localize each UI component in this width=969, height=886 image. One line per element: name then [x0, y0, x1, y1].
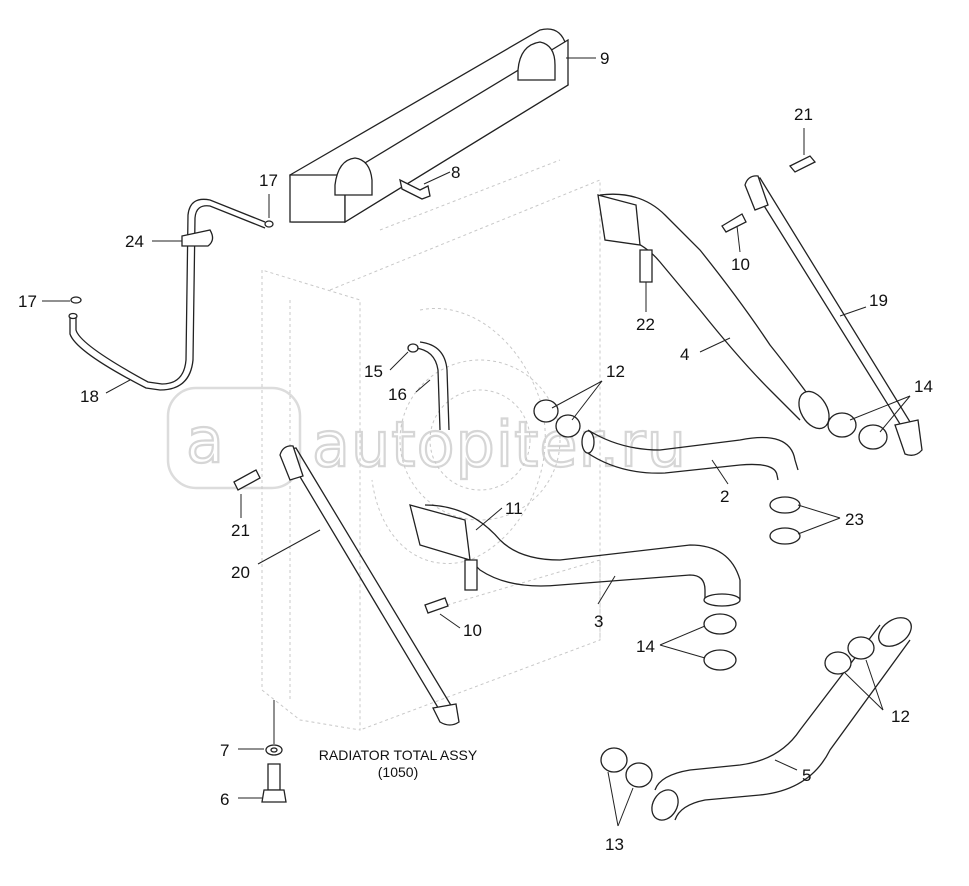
clamp-part-24	[181, 229, 214, 247]
watermark-logo: a	[186, 404, 225, 477]
bolt-part-21-upper	[788, 155, 817, 173]
callout-10: 10	[731, 255, 750, 274]
bracket-part-11	[464, 559, 478, 591]
stay-rod-part-20	[279, 445, 460, 726]
lower-hose-part-3	[409, 504, 741, 607]
hose-part-5	[651, 617, 912, 821]
bolt-part-8	[399, 178, 431, 200]
o-ring-part-17	[70, 220, 274, 304]
hose-part-2	[581, 429, 799, 481]
bolt-part-10-lower	[424, 597, 449, 614]
callout-14: 14	[636, 637, 655, 656]
assembly-title: RADIATOR TOTAL ASSY	[319, 747, 478, 763]
bracket-part-22	[639, 249, 653, 283]
callout-24: 24	[125, 232, 144, 251]
leader-lines	[42, 57, 911, 827]
clamp-part-23	[769, 496, 801, 545]
radiator-assembly-ghost	[261, 159, 601, 731]
callout-3: 3	[594, 612, 603, 631]
pipe-part-16	[414, 341, 450, 431]
stay-rod-part-19	[744, 175, 923, 456]
callout-19: 19	[869, 291, 888, 310]
callout-15: 15	[364, 362, 383, 381]
callout-8: 8	[451, 163, 460, 182]
callout-9: 9	[600, 49, 609, 68]
callout-2: 2	[720, 487, 729, 506]
callouts: 9 8 17 24 17 18 21 10 22 19 4 15 16 12 1…	[18, 49, 933, 854]
callout-14: 14	[914, 377, 933, 396]
callout-20: 20	[231, 563, 250, 582]
bolt-part-21-lower	[233, 469, 261, 491]
clamp-part-12-upper	[533, 399, 581, 438]
callout-17: 17	[18, 292, 37, 311]
callout-21: 21	[231, 521, 250, 540]
callout-18: 18	[80, 387, 99, 406]
callout-6: 6	[220, 790, 229, 809]
callout-4: 4	[680, 345, 689, 364]
callout-23: 23	[845, 510, 864, 529]
callout-5: 5	[802, 766, 811, 785]
clamp-part-13	[600, 747, 653, 788]
callout-12: 12	[606, 362, 625, 381]
washer-part-7	[265, 744, 283, 756]
bolt-part-10-upper	[721, 213, 747, 233]
callout-17: 17	[259, 171, 278, 190]
callout-12: 12	[891, 707, 910, 726]
o-ring-part-15	[407, 343, 419, 353]
callout-22: 22	[636, 315, 655, 334]
callout-11: 11	[505, 499, 523, 518]
assembly-code: (1050)	[378, 764, 418, 780]
top-cover-part-9	[289, 28, 569, 224]
callout-10: 10	[463, 621, 482, 640]
pipe-part-18	[68, 198, 266, 391]
clamp-part-14-upper	[827, 412, 888, 450]
callout-7: 7	[220, 741, 229, 760]
upper-hose-part-4	[597, 193, 830, 430]
watermark: a autopiter.ru	[166, 386, 687, 490]
clamp-part-14-lower	[703, 613, 737, 671]
clamp-part-12-lower	[824, 636, 875, 675]
callout-13: 13	[605, 835, 624, 854]
bolt-part-6	[261, 763, 287, 803]
callout-16: 16	[388, 385, 407, 404]
callout-21: 21	[794, 105, 813, 124]
